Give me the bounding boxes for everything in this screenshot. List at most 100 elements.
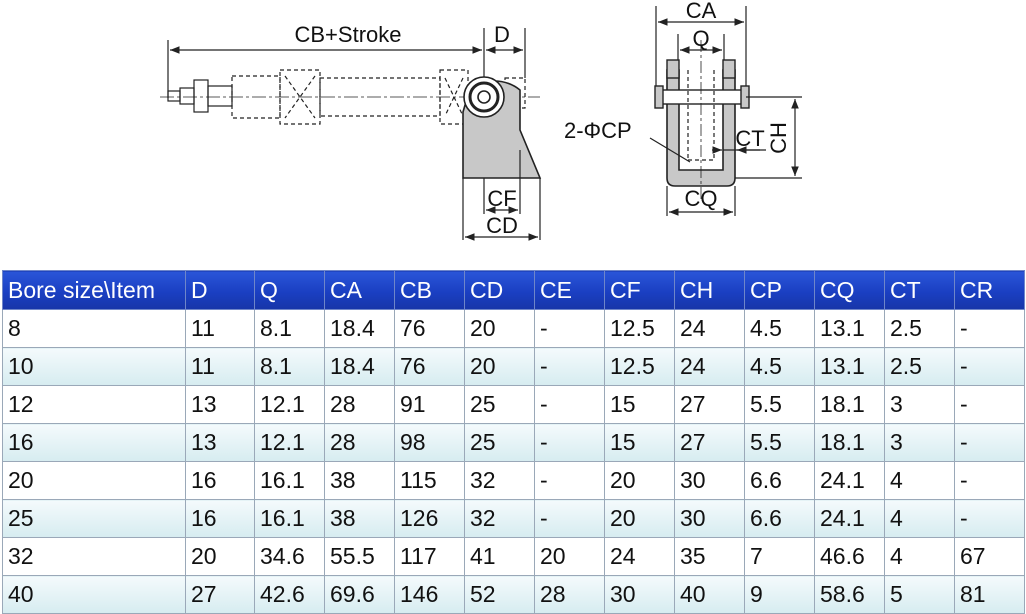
column-header: CB — [394, 270, 465, 310]
table-cell: 24.1 — [814, 499, 885, 538]
table-cell: 9 — [744, 575, 815, 614]
table-cell: 18.1 — [814, 385, 885, 424]
table-cell: 13.1 — [814, 309, 885, 348]
table-cell: 41 — [464, 537, 535, 576]
table-cell: - — [954, 347, 1025, 386]
table-cell: 28 — [324, 385, 395, 424]
label-cq: CQ — [685, 186, 718, 211]
side-view — [160, 28, 542, 241]
table-cell: 15 — [604, 385, 675, 424]
table-cell: 81 — [954, 575, 1025, 614]
column-header: CE — [534, 270, 605, 310]
table-cell: 67 — [954, 537, 1025, 576]
table-cell: 16 — [185, 499, 255, 538]
table-cell: 24.1 — [814, 461, 885, 500]
table-cell: - — [534, 385, 605, 424]
table-cell: 76 — [394, 347, 465, 386]
table-cell: 28 — [534, 575, 605, 614]
table-cell: 12.1 — [254, 385, 325, 424]
table-cell: 27 — [674, 385, 745, 424]
table-cell: 16.1 — [254, 461, 325, 500]
table-cell: 25 — [464, 423, 535, 462]
table-cell: 76 — [394, 309, 465, 348]
table-cell: 12.5 — [604, 309, 675, 348]
table-cell: 24 — [604, 537, 675, 576]
table-cell: 8.1 — [254, 309, 325, 348]
table-cell: 35 — [674, 537, 745, 576]
column-header: CP — [744, 270, 815, 310]
label-cd: CD — [486, 213, 518, 238]
table-cell: 3 — [884, 385, 955, 424]
table-cell: 30 — [674, 461, 745, 500]
column-header: Q — [254, 270, 325, 310]
table-cell: 2.5 — [884, 347, 955, 386]
table-cell: 30 — [674, 499, 745, 538]
table-cell: 38 — [324, 461, 395, 500]
table-cell: 8.1 — [254, 347, 325, 386]
table-cell: - — [954, 385, 1025, 424]
label-ch: CH — [766, 122, 791, 154]
table-cell: 7 — [744, 537, 815, 576]
table-cell: - — [534, 309, 605, 348]
label-q: Q — [692, 26, 709, 51]
table-cell: 40 — [2, 575, 186, 614]
table-cell: 40 — [674, 575, 745, 614]
table-cell: - — [954, 499, 1025, 538]
table-cell: 10 — [2, 347, 186, 386]
table-cell: 4.5 — [744, 347, 815, 386]
table-cell: 16 — [185, 461, 255, 500]
table-cell: 15 — [604, 423, 675, 462]
table-cell: 4 — [884, 461, 955, 500]
table-cell: 69.6 — [324, 575, 395, 614]
table-cell: 11 — [185, 309, 255, 348]
table-cell: 16.1 — [254, 499, 325, 538]
table-cell: 3 — [884, 423, 955, 462]
label-ct: CT — [735, 126, 764, 151]
table-cell: 25 — [2, 499, 186, 538]
table-cell: 126 — [394, 499, 465, 538]
table-cell: 117 — [394, 537, 465, 576]
table-cell: 98 — [394, 423, 465, 462]
table-cell: 25 — [464, 385, 535, 424]
column-header: CQ — [814, 270, 885, 310]
table-cell: 13 — [185, 423, 255, 462]
table-cell: 18.1 — [814, 423, 885, 462]
table-cell: - — [954, 309, 1025, 348]
table-cell: 32 — [464, 461, 535, 500]
table-cell: 12.5 — [604, 347, 675, 386]
label-cf: CF — [487, 186, 516, 211]
table-cell: 91 — [394, 385, 465, 424]
table-cell: 32 — [2, 537, 186, 576]
table-cell: 5 — [884, 575, 955, 614]
table-cell: 34.6 — [254, 537, 325, 576]
table-cell: 30 — [604, 575, 675, 614]
table-cell: 20 — [464, 309, 535, 348]
column-header: CT — [884, 270, 955, 310]
label-cp: 2-ΦCP — [564, 118, 632, 143]
table-cell: 13 — [185, 385, 255, 424]
table-cell: 20 — [534, 537, 605, 576]
column-header: CD — [464, 270, 535, 310]
table-cell: 52 — [464, 575, 535, 614]
column-header: Bore size\Item — [2, 270, 186, 310]
table-cell: 20 — [464, 347, 535, 386]
table-cell: 4 — [884, 499, 955, 538]
table-cell: - — [534, 423, 605, 462]
table-cell: 18.4 — [324, 309, 395, 348]
table-cell: 46.6 — [814, 537, 885, 576]
table-cell: 20 — [185, 537, 255, 576]
table-cell: 24 — [674, 347, 745, 386]
table-cell: 24 — [674, 309, 745, 348]
table-cell: 58.6 — [814, 575, 885, 614]
column-header: CH — [674, 270, 745, 310]
